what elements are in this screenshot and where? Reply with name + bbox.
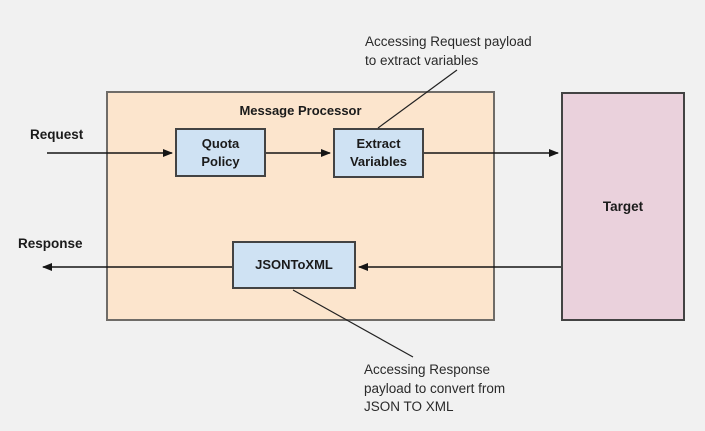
quota-policy-node: Quota Policy [175, 128, 266, 177]
target-node: Target [561, 92, 685, 321]
message-processor-title: Message Processor [239, 103, 362, 118]
json-to-xml-node: JSONToXML [232, 241, 356, 289]
response-annotation: Accessing Response payload to convert fr… [364, 362, 506, 414]
request-annotation: Accessing Request payload to extract var… [365, 34, 532, 68]
extract-variables-node: Extract Variables [333, 128, 424, 178]
response-label: Response [18, 236, 83, 251]
request-label: Request [30, 127, 84, 142]
